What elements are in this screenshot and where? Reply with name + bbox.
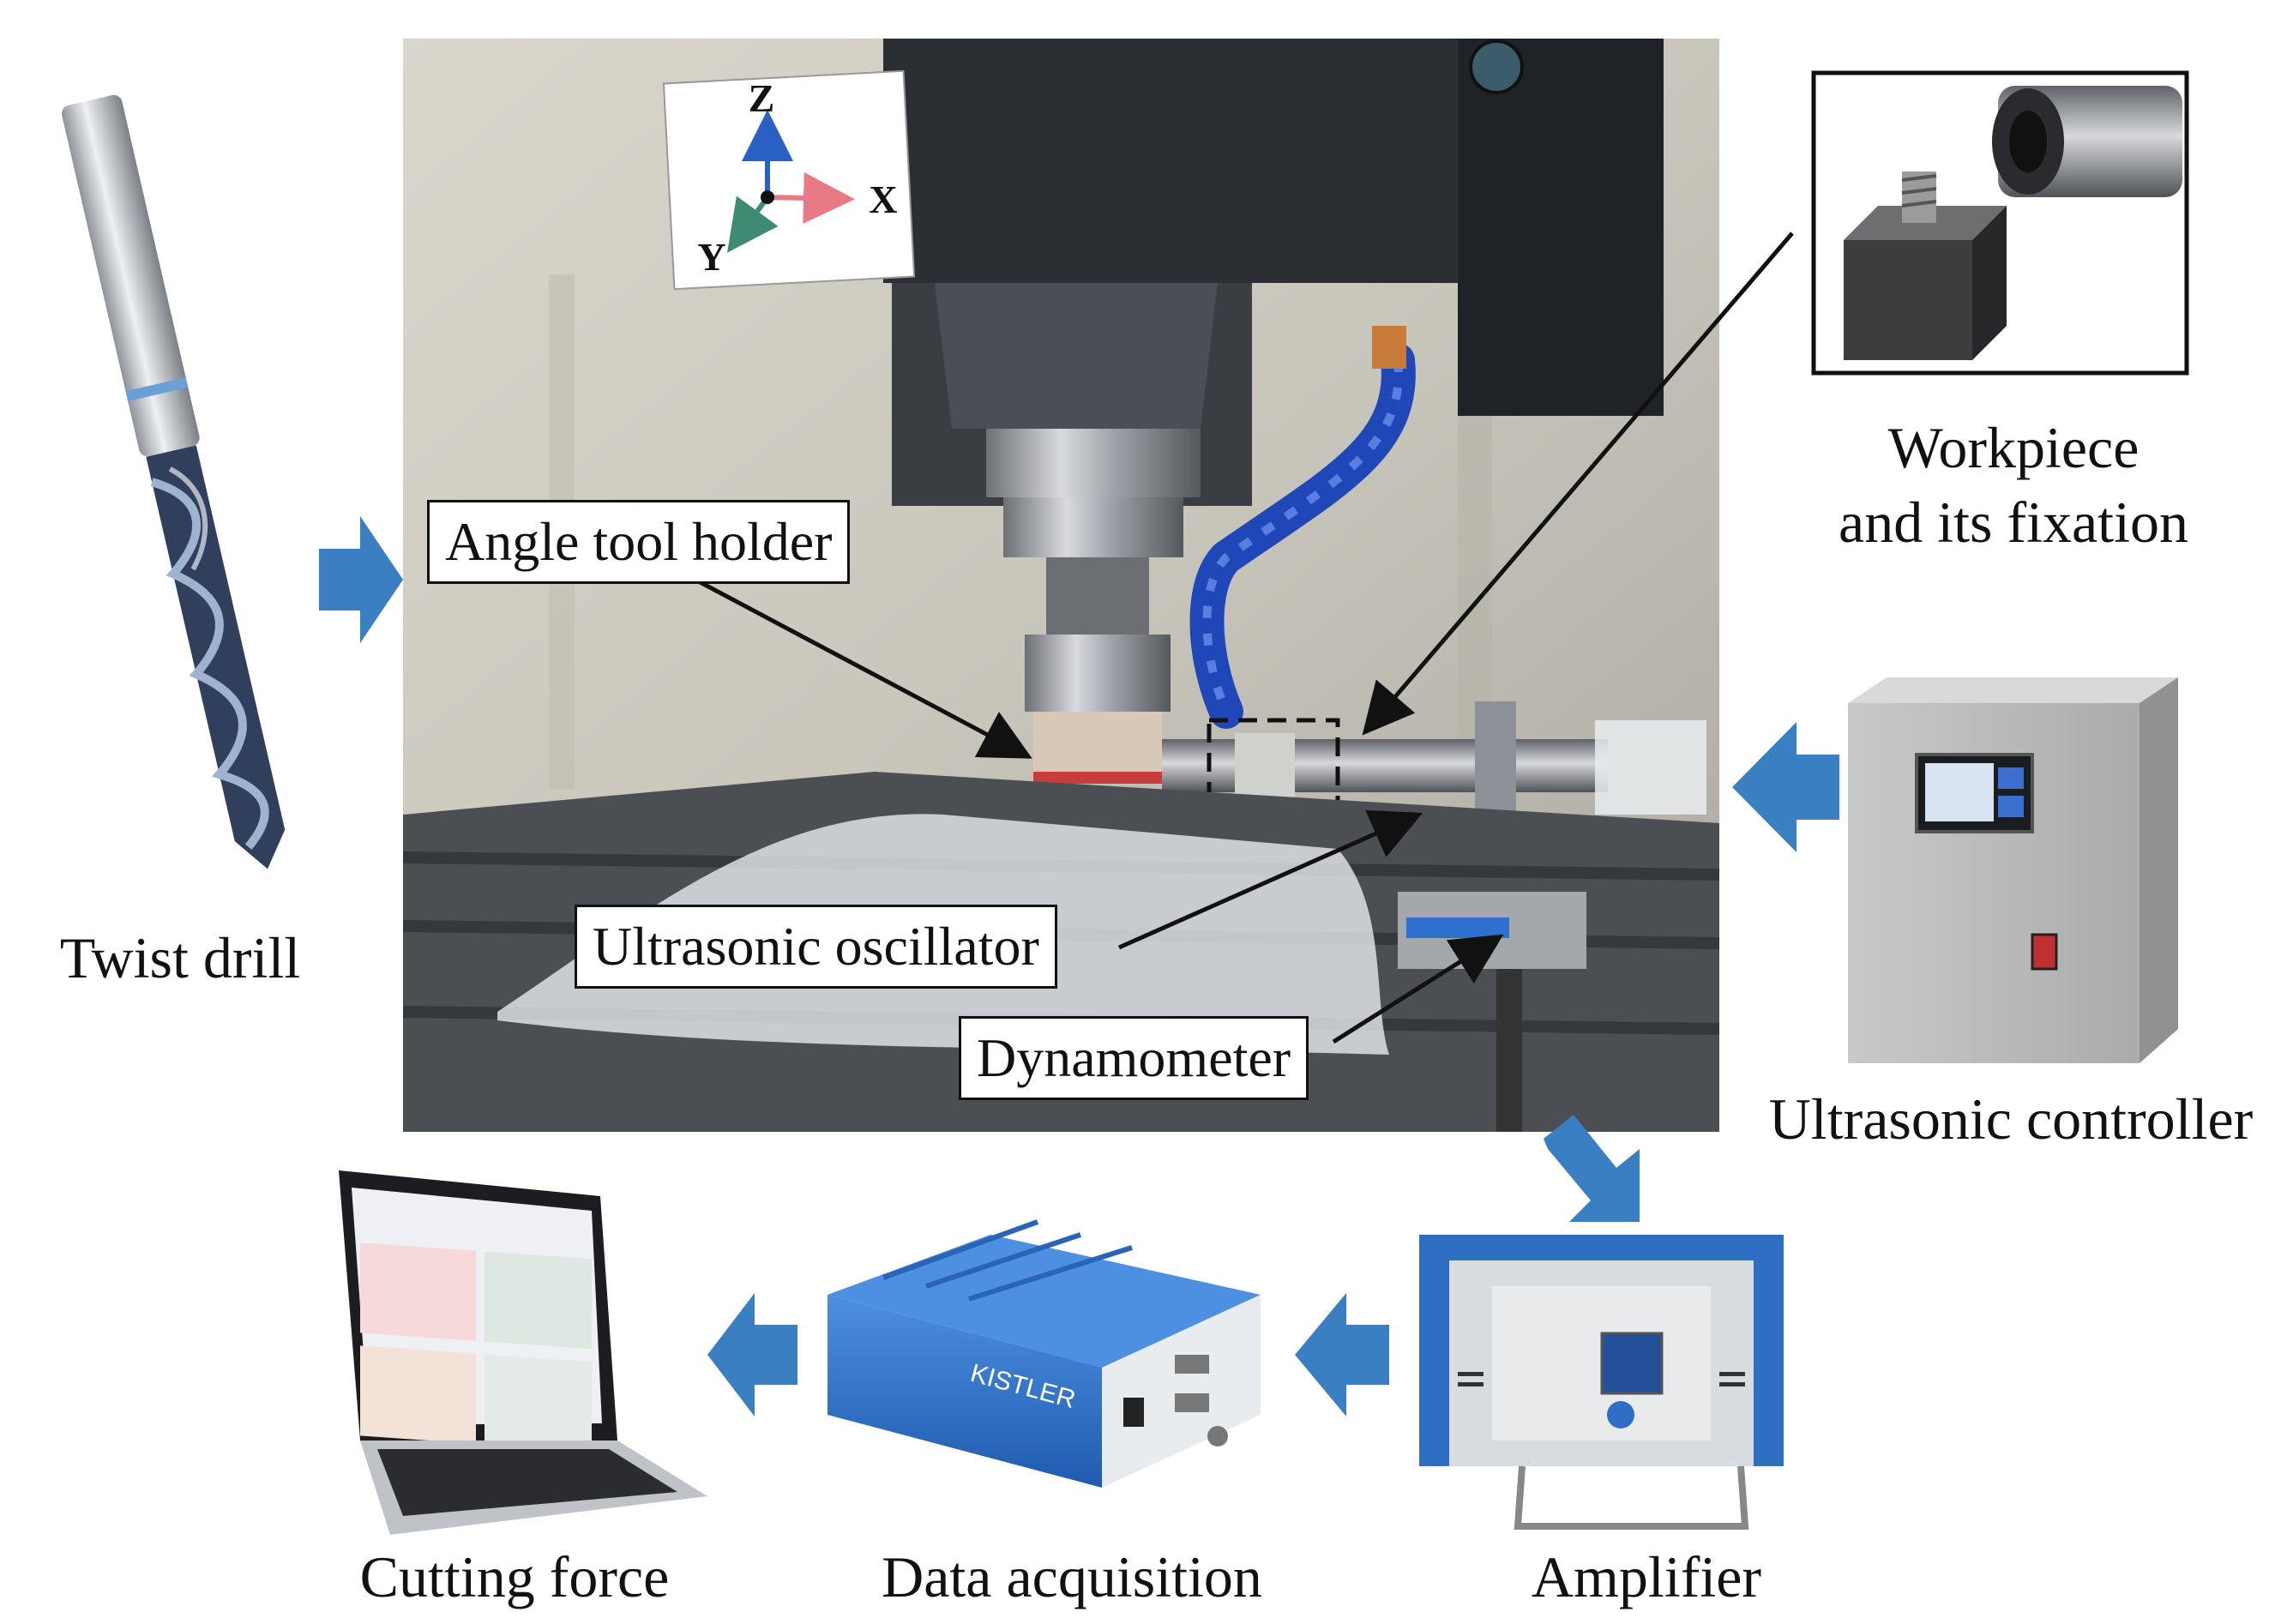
callout-ultrasonic-oscillator: Ultrasonic oscillator bbox=[575, 905, 1057, 989]
machine-photo bbox=[402, 39, 1720, 1132]
flow-arrow-drill-to-machine bbox=[319, 516, 403, 643]
axis-label-z: Z bbox=[749, 76, 775, 120]
flow-arrow-daq-to-laptop bbox=[707, 1293, 797, 1416]
flow-arrow-controller-to-oscillator bbox=[1732, 722, 1839, 852]
caption-workpiece-line1: Workpiece bbox=[1888, 415, 2140, 480]
leader-angle-tool-holder bbox=[676, 568, 1032, 759]
caption-ultrasonic-controller: Ultrasonic controller bbox=[1769, 1086, 2254, 1152]
leader-workpiece bbox=[1362, 232, 1794, 736]
flow-arrow-amplifier-to-daq bbox=[1295, 1293, 1389, 1416]
caption-data-acquisition: Data acquisition bbox=[882, 1544, 1262, 1609]
axis-label-y: Y bbox=[697, 235, 725, 279]
caption-workpiece-line2: and its fixation bbox=[1839, 490, 2188, 555]
ultrasonic-controller-image bbox=[1848, 677, 2178, 1063]
data-acquisition-image bbox=[828, 1219, 1261, 1488]
amplifier-image bbox=[1419, 1235, 1784, 1530]
caption-twist-drill: Twist drill bbox=[60, 925, 300, 990]
workpiece-inset bbox=[1811, 70, 2189, 376]
leader-dynamometer bbox=[1332, 934, 1504, 1044]
callout-angle-tool-holder: Angle tool holder bbox=[427, 500, 851, 584]
caption-amplifier: Amplifier bbox=[1532, 1544, 1762, 1609]
caption-cutting-force: Cutting force bbox=[360, 1544, 670, 1609]
axis-triad: Z X Y bbox=[697, 76, 897, 279]
twist-drill-image bbox=[61, 94, 286, 869]
callout-dynamometer: Dynamometer bbox=[959, 1016, 1309, 1100]
leader-ultrasonic-oscillator bbox=[1117, 809, 1423, 950]
flow-arrow-dynamometer-to-amplifier bbox=[1544, 1115, 1640, 1222]
axis-label-x: X bbox=[869, 177, 897, 221]
laptop-image bbox=[339, 1170, 707, 1535]
